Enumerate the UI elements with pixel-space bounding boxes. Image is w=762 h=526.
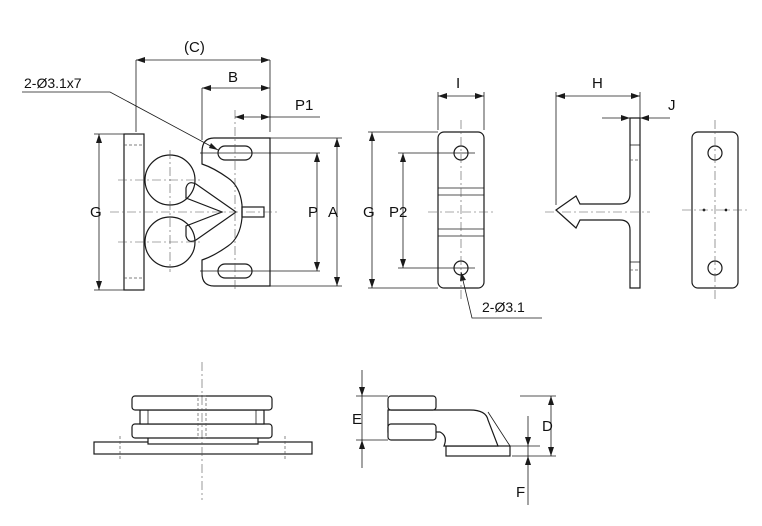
label-i: I xyxy=(456,75,460,92)
label-h: H xyxy=(592,75,603,92)
label-a: A xyxy=(328,204,338,221)
dimension-labels: (C) B P1 2-Ø3.1x7 G P A I G P2 2-Ø3.1 H … xyxy=(24,39,676,501)
strike-plate-dimensions xyxy=(368,92,542,319)
side-view xyxy=(545,117,650,289)
top-view xyxy=(93,362,313,500)
label-round-holes: 2-Ø3.1 xyxy=(482,299,525,315)
label-p1: P1 xyxy=(295,97,313,114)
label-c: (C) xyxy=(184,39,205,56)
label-g-left: G xyxy=(90,204,102,221)
label-g-mid: G xyxy=(363,204,375,221)
side-bottom-dimensions xyxy=(356,370,556,505)
label-slot-holes: 2-Ø3.1x7 xyxy=(24,75,82,91)
label-b: B xyxy=(228,69,238,86)
label-p: P xyxy=(308,204,318,221)
side-view-dimensions xyxy=(555,92,670,205)
label-j: J xyxy=(668,97,676,114)
front-view xyxy=(110,110,320,291)
label-d: D xyxy=(542,418,553,435)
side-bottom-view xyxy=(387,395,511,457)
plate-front-view xyxy=(682,120,748,300)
front-view-dimensions xyxy=(22,57,342,291)
label-p2: P2 xyxy=(389,204,407,221)
label-e: E xyxy=(352,411,362,428)
label-f: F xyxy=(516,484,525,501)
strike-plate-view xyxy=(398,120,494,300)
